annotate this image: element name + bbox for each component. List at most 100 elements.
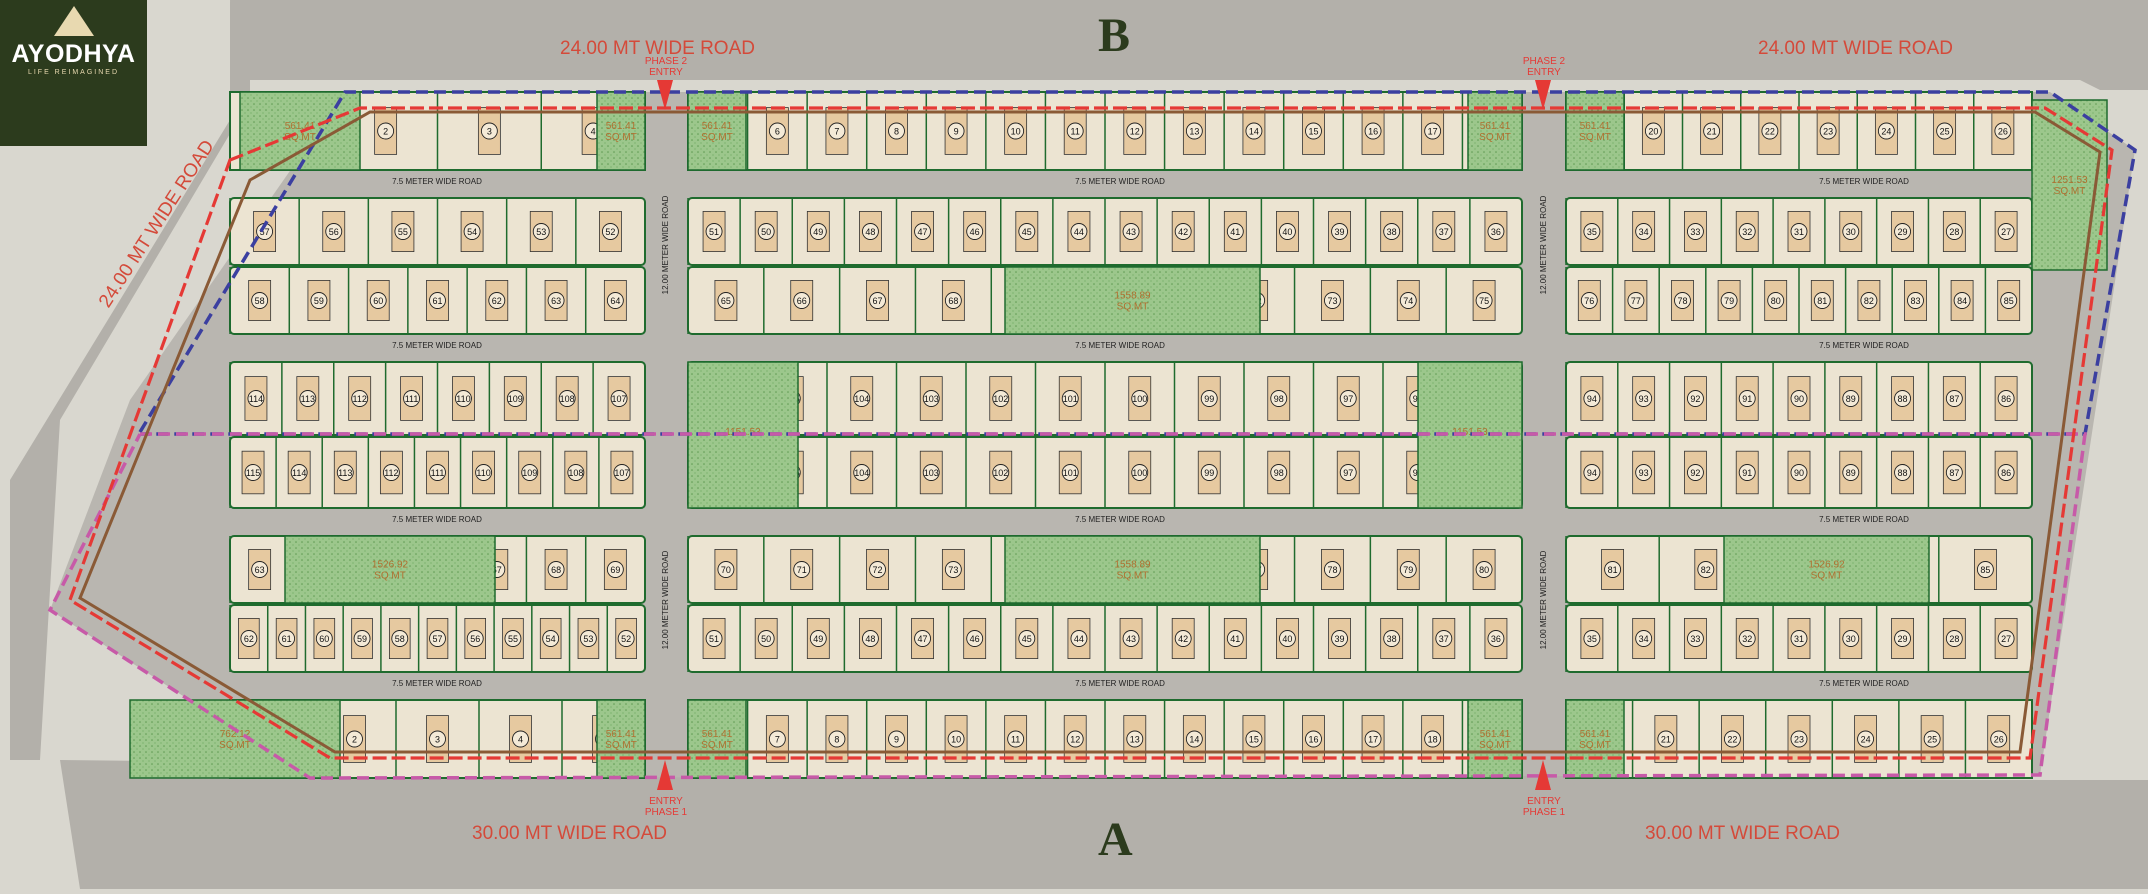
plot[interactable]: 34 bbox=[1617, 198, 1656, 265]
plot[interactable]: 85 bbox=[1984, 267, 2021, 334]
plot[interactable]: 61 bbox=[407, 267, 449, 334]
plot[interactable]: 100 bbox=[1104, 362, 1152, 435]
plot[interactable]: 30 bbox=[1824, 198, 1863, 265]
plot[interactable]: 15 bbox=[1282, 92, 1325, 170]
plot[interactable]: 102 bbox=[965, 437, 1013, 508]
plot[interactable]: 62 bbox=[466, 267, 509, 334]
plot[interactable]: 66 bbox=[763, 267, 814, 334]
plot[interactable]: 38 bbox=[1364, 198, 1404, 265]
plot[interactable]: 49 bbox=[791, 198, 830, 265]
plot[interactable]: 48 bbox=[843, 605, 882, 672]
plot[interactable]: 108 bbox=[552, 437, 588, 508]
plot[interactable]: 56 bbox=[455, 605, 487, 672]
plot[interactable]: 52 bbox=[575, 198, 622, 265]
plot[interactable]: 112 bbox=[333, 362, 372, 435]
plot[interactable]: 47 bbox=[895, 198, 934, 265]
plot[interactable]: 44 bbox=[1052, 605, 1091, 672]
plot[interactable]: 50 bbox=[739, 198, 778, 265]
plot[interactable]: 49 bbox=[791, 605, 830, 672]
plot[interactable]: 110 bbox=[436, 362, 475, 435]
plot[interactable]: 59 bbox=[342, 605, 373, 672]
plot[interactable]: 115 bbox=[229, 437, 265, 508]
plot[interactable]: 94 bbox=[1565, 437, 1604, 508]
plot[interactable]: 51 bbox=[687, 605, 726, 672]
plot[interactable]: 41 bbox=[1208, 198, 1247, 265]
plot[interactable]: 35 bbox=[1565, 605, 1604, 672]
plot[interactable]: 68 bbox=[525, 536, 568, 603]
plot[interactable]: 25 bbox=[1914, 92, 1957, 170]
plot[interactable]: 55 bbox=[367, 198, 415, 265]
plot[interactable]: 28 bbox=[1927, 198, 1966, 265]
plot[interactable]: 59 bbox=[288, 267, 331, 334]
plot[interactable]: 84 bbox=[1938, 267, 1974, 334]
plot[interactable]: 104 bbox=[826, 362, 874, 435]
plot[interactable]: 39 bbox=[1312, 198, 1351, 265]
plot[interactable]: 75 bbox=[1445, 267, 1496, 334]
plot[interactable]: 74 bbox=[1369, 267, 1420, 334]
plot[interactable]: 27 bbox=[1979, 198, 2018, 265]
plot[interactable]: 51 bbox=[687, 198, 726, 265]
plot[interactable]: 54 bbox=[436, 198, 484, 265]
plot[interactable]: 24 bbox=[1856, 92, 1898, 170]
plot[interactable]: 101 bbox=[1034, 362, 1082, 435]
plot[interactable]: 33 bbox=[1668, 605, 1707, 672]
plot[interactable]: 26 bbox=[1973, 92, 2015, 170]
plot[interactable]: 80 bbox=[1751, 267, 1788, 334]
plot[interactable]: 60 bbox=[347, 267, 390, 334]
plot[interactable]: 17 bbox=[1402, 92, 1445, 170]
plot[interactable]: 113 bbox=[281, 362, 320, 435]
plot[interactable]: 79 bbox=[1705, 267, 1741, 334]
plot[interactable]: 103 bbox=[895, 362, 943, 435]
plot[interactable]: 14 bbox=[1223, 92, 1266, 170]
plot[interactable]: 55 bbox=[493, 605, 524, 672]
plot[interactable]: 42 bbox=[1156, 605, 1195, 672]
plot[interactable]: 6 bbox=[746, 92, 789, 170]
plot[interactable]: 30 bbox=[1824, 605, 1863, 672]
plot[interactable]: 98 bbox=[1243, 437, 1291, 508]
plot[interactable]: 91 bbox=[1720, 437, 1759, 508]
plot[interactable]: 31 bbox=[1772, 605, 1811, 672]
plot[interactable]: 83 bbox=[1891, 267, 1927, 334]
plot[interactable]: 54 bbox=[531, 605, 562, 672]
plot[interactable]: 97 bbox=[1312, 362, 1360, 435]
plot[interactable]: 76 bbox=[1565, 267, 1601, 334]
plot[interactable]: 43 bbox=[1104, 198, 1143, 265]
plot[interactable]: 92 bbox=[1668, 437, 1707, 508]
plot[interactable]: 58 bbox=[229, 267, 272, 334]
plot[interactable]: 114 bbox=[275, 437, 311, 508]
plot[interactable]: 113 bbox=[321, 437, 357, 508]
plot[interactable]: 36 bbox=[1469, 605, 1508, 672]
plot[interactable]: 86 bbox=[1979, 437, 2018, 508]
plot[interactable]: 102 bbox=[965, 362, 1013, 435]
plot[interactable]: 65 bbox=[687, 267, 738, 334]
plot[interactable]: 62 bbox=[229, 605, 260, 672]
plot[interactable]: 47 bbox=[895, 605, 934, 672]
plot[interactable]: 45 bbox=[1000, 198, 1039, 265]
plot[interactable]: 109 bbox=[505, 437, 542, 508]
plot[interactable]: 77 bbox=[1611, 267, 1648, 334]
plot[interactable]: 70 bbox=[687, 536, 738, 603]
plot[interactable]: 98 bbox=[1243, 362, 1291, 435]
plot[interactable]: 89 bbox=[1824, 437, 1863, 508]
plot[interactable]: 92 bbox=[1668, 362, 1707, 435]
plot[interactable]: 67 bbox=[838, 267, 889, 334]
plot[interactable]: 88 bbox=[1875, 362, 1914, 435]
plot[interactable]: 32 bbox=[1720, 198, 1759, 265]
plot[interactable]: 31 bbox=[1772, 198, 1811, 265]
plot[interactable]: 60 bbox=[304, 605, 336, 672]
plot[interactable]: 8 bbox=[865, 92, 908, 170]
plot[interactable]: 114 bbox=[229, 362, 268, 435]
plot[interactable]: 73 bbox=[914, 536, 965, 603]
plot[interactable]: 40 bbox=[1260, 605, 1299, 672]
plot[interactable]: 43 bbox=[1104, 605, 1143, 672]
plot[interactable]: 44 bbox=[1052, 198, 1091, 265]
plot[interactable]: 56 bbox=[298, 198, 346, 265]
plot[interactable]: 23 bbox=[1798, 92, 1840, 170]
plot[interactable]: 50 bbox=[739, 605, 778, 672]
plot[interactable]: 89 bbox=[1824, 362, 1863, 435]
plot[interactable]: 87 bbox=[1927, 362, 1966, 435]
plot[interactable]: 27 bbox=[1979, 605, 2018, 672]
plot[interactable]: 68 bbox=[914, 267, 965, 334]
plot[interactable]: 35 bbox=[1565, 198, 1604, 265]
plot[interactable]: 81 bbox=[1565, 536, 1624, 603]
